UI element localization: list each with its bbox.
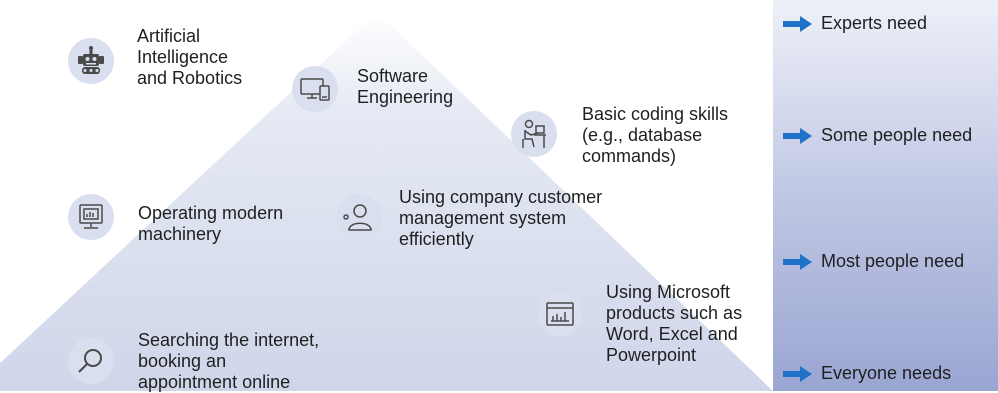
computer-icon bbox=[292, 66, 338, 112]
level-label: Most people need bbox=[821, 251, 965, 271]
arrow-right-icon bbox=[783, 253, 812, 270]
level-everyone: Everyone needs bbox=[783, 363, 951, 384]
skill-label-ai-robotics: Artificial Intelligence and Robotics bbox=[137, 26, 243, 88]
skill-label-customer-system: Using company customer management system… bbox=[399, 187, 603, 249]
monitor-chart-icon bbox=[68, 194, 114, 240]
arrow-right-icon bbox=[783, 365, 812, 382]
bar-chart-window-icon bbox=[537, 291, 583, 337]
level-label: Experts need bbox=[821, 13, 928, 33]
level-some: Some people need bbox=[783, 125, 972, 146]
level-label: Everyone needs bbox=[821, 363, 952, 383]
skill-label-internet: Searching the internet, booking an appoi… bbox=[138, 330, 320, 392]
skill-label-software-engineering: Software Engineering bbox=[357, 66, 454, 107]
customer-user-icon bbox=[336, 194, 382, 240]
robot-icon bbox=[68, 38, 114, 84]
skill-label-microsoft: Using Microsoft products such as Word, E… bbox=[606, 282, 743, 365]
arrow-right-icon bbox=[783, 127, 812, 144]
arrow-right-icon bbox=[783, 15, 812, 32]
levels-panel: Experts need Some people need Most peopl… bbox=[773, 0, 998, 391]
magnifier-icon bbox=[68, 338, 114, 384]
level-label: Some people need bbox=[821, 125, 973, 145]
level-most: Most people need bbox=[783, 251, 964, 272]
skill-label-basic-coding: Basic coding skills (e.g., database comm… bbox=[582, 104, 729, 166]
level-experts: Experts need bbox=[783, 13, 927, 34]
pyramid-shape bbox=[0, 12, 773, 391]
person-at-desk-icon bbox=[511, 111, 557, 157]
skill-label-machinery: Operating modern machinery bbox=[138, 203, 284, 244]
